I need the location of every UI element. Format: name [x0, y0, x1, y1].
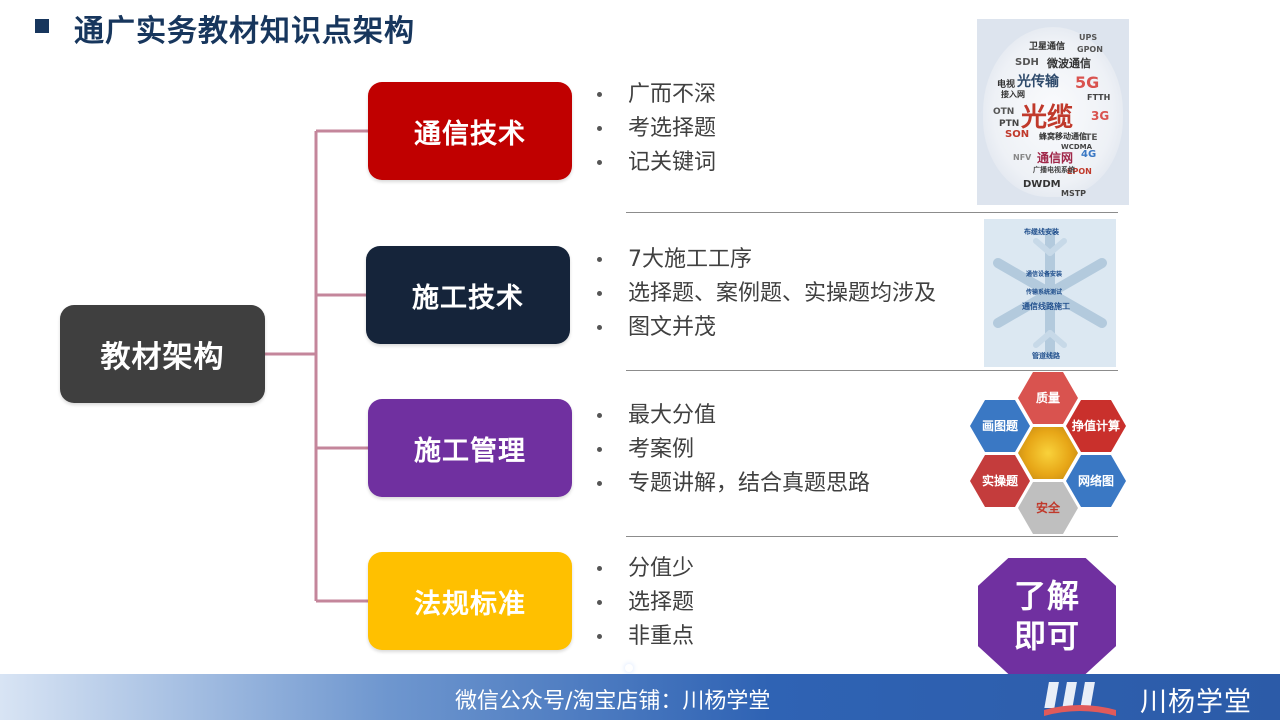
bullet-item: 分值少: [597, 554, 694, 588]
snowflake-label: 通信设备安装: [1026, 271, 1063, 278]
bullet-item: 考案例: [597, 435, 870, 469]
cloud-word: 接入网: [1001, 90, 1025, 99]
snowflake-label: 管道线路: [1032, 352, 1060, 360]
cloud-word: GPON: [1077, 45, 1103, 54]
cloud-word: WCDMA: [1061, 143, 1093, 151]
bullet-item: 记关键词: [597, 148, 716, 182]
cloud-word: 电视: [997, 80, 1016, 90]
bullet-item: 专题讲解，结合真题思路: [597, 469, 870, 503]
snowflake-image: 布缆线安装 通信线路施工 传输系统测试 通信设备安装 管道线路: [984, 219, 1116, 367]
cloud-word: MSTP: [1061, 189, 1087, 198]
bullet-item: 非重点: [597, 622, 694, 656]
separator-line: [626, 536, 1118, 537]
cloud-word: DWDM: [1023, 179, 1061, 190]
branch-communication-tech: 通信技术: [368, 82, 572, 180]
snowflake-icon: [993, 228, 1107, 358]
word-cloud-shape: [983, 27, 1123, 197]
honeycomb-cell: 安全: [1018, 482, 1078, 534]
cloud-word: 光传输: [1017, 74, 1059, 90]
cloud-word: 蜂窝移动通信: [1039, 132, 1087, 141]
title-bullet: [35, 19, 49, 33]
snowflake-label: 传输系统测试: [1026, 289, 1063, 296]
cloud-word: 3G: [1091, 109, 1110, 123]
cloud-word: UPS: [1079, 33, 1098, 42]
cloud-word: 卫星通信: [1029, 42, 1066, 52]
bullet-list-regulations: 分值少 选择题 非重点: [597, 554, 694, 656]
separator-line: [626, 212, 1118, 213]
cloud-word: 光缆: [1021, 103, 1074, 133]
honeycomb-cell: 实操题: [970, 455, 1030, 507]
cloud-word: SDH: [1015, 57, 1039, 68]
cloud-word: LTE: [1081, 133, 1098, 143]
snowflake-label: 通信线路施工: [1022, 302, 1070, 311]
badge-line-2: 即可: [1013, 617, 1080, 655]
bullet-list-communication-tech: 广而不深 考选择题 记关键词: [597, 80, 716, 182]
understand-only-badge: 了解 即可: [978, 558, 1116, 674]
root-node: 教材架构: [60, 305, 265, 403]
bullet-item: 最大分值: [597, 401, 870, 435]
bullet-item: 广而不深: [597, 80, 716, 114]
cloud-word: EPON: [1067, 167, 1092, 176]
honeycomb-cell: 质量: [1018, 372, 1078, 424]
cloud-word: 4G: [1081, 149, 1097, 160]
cloud-word: 广播电视系统: [1033, 166, 1075, 174]
bullet-item: 7大施工工序: [597, 245, 936, 279]
separator-line: [626, 370, 1118, 371]
cloud-word: 微波通信: [1047, 57, 1091, 70]
honeycomb-cell: 挣值计算: [1066, 400, 1126, 452]
branch-construction-mgmt: 施工管理: [368, 399, 572, 497]
glow-dot: [625, 664, 633, 672]
snowflake-label: 布缆线安装: [1024, 228, 1059, 236]
honeycomb-cell: 网络图: [1066, 455, 1126, 507]
cloud-word: 5G: [1075, 73, 1100, 92]
bullet-item: 考选择题: [597, 114, 716, 148]
cloud-word: NFV: [1013, 153, 1032, 162]
cloud-word: PTN: [999, 119, 1020, 129]
cloud-word: SON: [1005, 129, 1030, 140]
bullet-item: 图文并茂: [597, 313, 936, 347]
footer-text: 微信公众号/淘宝店铺：川杨学堂: [455, 689, 771, 714]
bullet-item: 选择题: [597, 588, 694, 622]
cloud-word: FTTH: [1087, 93, 1111, 102]
bullet-item: 选择题、案例题、实操题均涉及: [597, 279, 936, 313]
branch-regulations: 法规标准: [368, 552, 572, 650]
cloud-word: OTN: [993, 107, 1015, 117]
honeycomb-image: 质量 挣值计算 网络图 安全 实操题 画图题: [963, 372, 1133, 534]
footer-brand-name: 川杨学堂: [1140, 687, 1252, 718]
brand-logo-icon: [1044, 682, 1116, 716]
honeycomb-cell: 画图题: [970, 400, 1030, 452]
cloud-word: 通信网: [1037, 151, 1074, 165]
sunflower-center-icon: [1018, 427, 1078, 479]
badge-line-1: 了解: [1013, 577, 1080, 615]
word-cloud-image: 光缆 光传输 5G 3G 4G 通信网 微波通信 卫星通信 蜂窝移动通信 SDH…: [977, 19, 1129, 205]
bullet-list-construction-tech: 7大施工工序 选择题、案例题、实操题均涉及 图文并茂: [597, 245, 936, 347]
bullet-list-construction-mgmt: 最大分值 考案例 专题讲解，结合真题思路: [597, 401, 870, 503]
slide-title: 通广实务教材知识点架构: [74, 14, 415, 49]
branch-construction-tech: 施工技术: [366, 246, 570, 344]
